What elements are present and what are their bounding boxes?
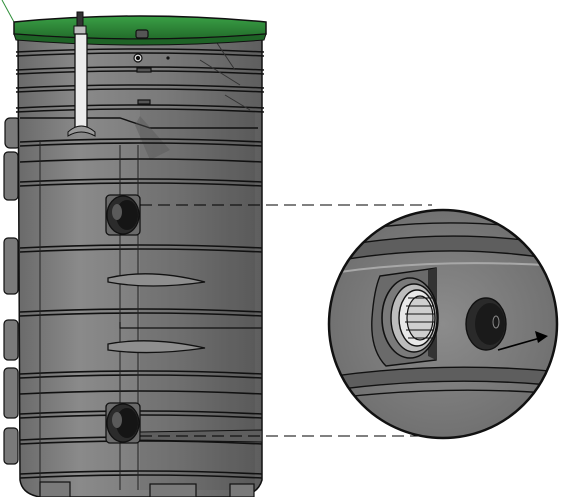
top-left-line: [1, 0, 15, 23]
vertical-pipe: [67, 11, 96, 137]
removal-arrow: [497, 331, 548, 351]
shoulder-facets: [199, 39, 251, 111]
mid-step: [119, 322, 262, 329]
lower-inlet-port: [105, 402, 141, 444]
front-features: [133, 29, 170, 105]
tank-shoulder: [20, 117, 258, 129]
magnified-detail-circle: [327, 208, 559, 440]
bottom-feet: [39, 481, 255, 497]
tank-body: [17, 37, 263, 497]
upper-lens-rib: [107, 273, 206, 287]
leader-lines: [140, 204, 434, 437]
upper-ribs: [15, 48, 265, 113]
rubber-plug: [465, 297, 507, 351]
lower-lens-rib: [107, 340, 206, 354]
shoulder-shading: [135, 116, 170, 160]
upper-inlet-port: [105, 194, 141, 236]
